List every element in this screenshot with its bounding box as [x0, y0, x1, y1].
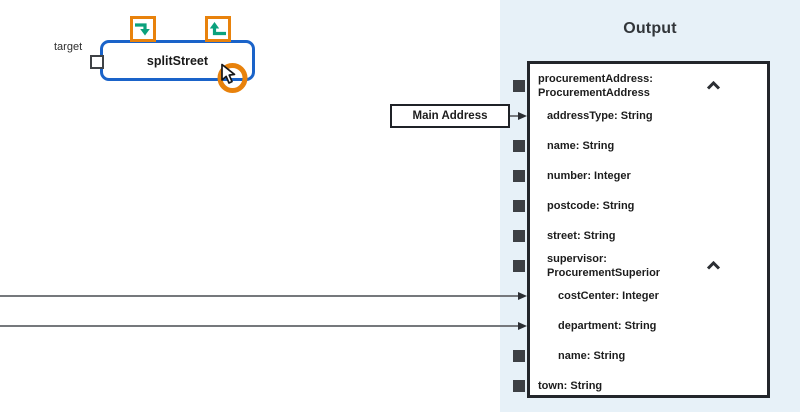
field-connector-square[interactable] — [513, 350, 525, 362]
output-field-label: street: String — [547, 230, 616, 242]
mapping-connection-arrowhead — [518, 111, 527, 120]
output-field-street[interactable]: street: String — [547, 219, 719, 253]
output-field-label: procurementAddress: ProcurementAddress — [538, 73, 653, 99]
mapping-connection-line[interactable] — [0, 325, 519, 327]
output-schema-box — [527, 61, 770, 398]
output-field-label: addressType: String — [547, 110, 653, 122]
mouse-cursor-icon — [221, 63, 236, 84]
mapping-connection-line[interactable] — [510, 115, 519, 117]
cursor-highlight-ring — [217, 63, 248, 93]
arrow-step-into-icon — [135, 23, 150, 36]
target-port-connector[interactable] — [90, 55, 104, 69]
output-field-costcenter[interactable]: costCenter: Integer — [558, 279, 730, 313]
output-field-addresstype[interactable]: addressType: String — [547, 99, 719, 133]
field-connector-square[interactable] — [513, 230, 525, 242]
arrow-step-out-button[interactable] — [205, 16, 231, 42]
mapping-connection-arrowhead — [518, 321, 527, 330]
output-field-name[interactable]: name: String — [558, 339, 730, 373]
output-panel-title: Output — [623, 20, 677, 37]
arrow-step-into-button[interactable] — [130, 16, 156, 42]
output-field-town[interactable]: town: String — [538, 369, 710, 403]
mapping-connection-line[interactable] — [0, 295, 519, 297]
field-connector-square[interactable] — [513, 260, 525, 272]
output-field-label: costCenter: Integer — [558, 290, 659, 302]
field-connector-square[interactable] — [513, 170, 525, 182]
field-connector-square[interactable] — [513, 140, 525, 152]
output-field-label: supervisor: ProcurementSuperior — [547, 253, 661, 279]
collapse-chevron-up-icon[interactable] — [706, 261, 721, 270]
output-field-postcode[interactable]: postcode: String — [547, 189, 719, 223]
function-node-label: splitStreet — [146, 53, 209, 68]
mapping-connection-arrowhead — [518, 291, 527, 300]
target-port-label: target — [54, 41, 83, 53]
output-field-label: town: String — [538, 380, 603, 392]
collapse-chevron-up-icon[interactable] — [706, 81, 721, 90]
output-field-label: postcode: String — [547, 200, 635, 212]
output-field-label: number: Integer — [547, 170, 631, 182]
output-field-number[interactable]: number: Integer — [547, 159, 719, 193]
output-field-label: name: String — [558, 350, 626, 362]
main-address-label: Main Address — [412, 110, 488, 122]
output-field-label: name: String — [547, 140, 615, 152]
field-connector-square[interactable] — [513, 380, 525, 392]
field-connector-square[interactable] — [513, 200, 525, 212]
output-field-department[interactable]: department: String — [558, 309, 730, 343]
output-field-name[interactable]: name: String — [547, 129, 719, 163]
field-connector-square[interactable] — [513, 80, 525, 92]
output-field-label: department: String — [558, 320, 657, 332]
arrow-step-out-icon — [209, 22, 226, 36]
output-field-procurementaddress[interactable]: procurementAddress: ProcurementAddress — [538, 69, 710, 103]
output-field-supervisor[interactable]: supervisor: ProcurementSuperior — [547, 249, 719, 283]
main-address-annotation[interactable]: Main Address — [390, 104, 510, 128]
